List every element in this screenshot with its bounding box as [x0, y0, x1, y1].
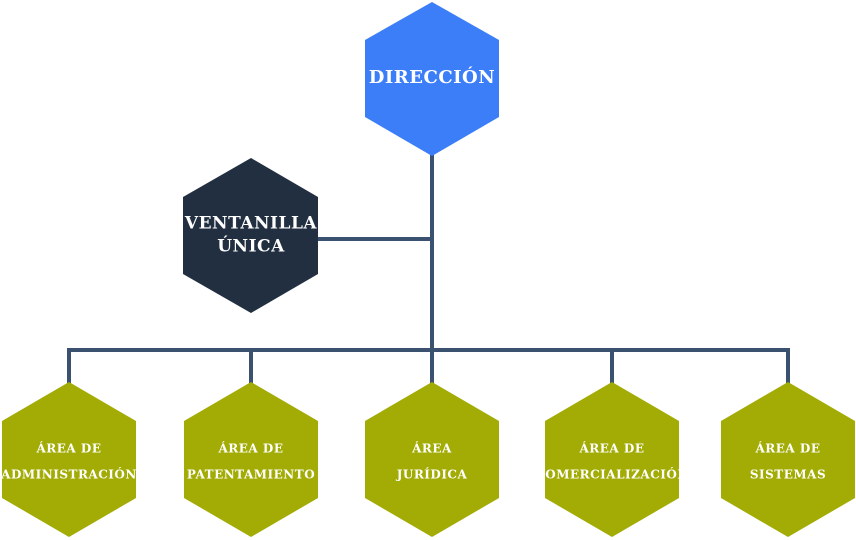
node-area-5: ÁREA DE SISTEMAS: [721, 382, 855, 537]
node-area-3: ÁREA JURÍDICA: [365, 382, 499, 537]
node-area-3-label-1: ÁREA: [411, 441, 452, 456]
hexagon-area-5: [721, 382, 855, 537]
connectors: [67, 150, 790, 386]
hexagon-area-1: [2, 382, 136, 537]
hexagon-area-2: [184, 382, 318, 537]
node-area-4-label-2: COMERCIALIZACIÓN: [535, 466, 689, 482]
node-area-1: ÁREA DE ADMINISTRACIÓN: [0, 382, 137, 537]
node-area-3-label-2: JURÍDICA: [396, 467, 468, 482]
node-direction: DIRECCIÓN: [365, 2, 499, 156]
node-window-label-2: ÚNICA: [217, 236, 285, 257]
hexagon-window: [183, 158, 318, 313]
node-area-1-label-2: ADMINISTRACIÓN: [0, 466, 137, 482]
node-area-1-label-1: ÁREA DE: [36, 441, 102, 456]
node-area-4-label-1: ÁREA DE: [579, 441, 645, 456]
hexagon-area-3: [365, 382, 499, 537]
hexagon-direction: [365, 2, 499, 156]
hexagon-area-4: [545, 382, 679, 537]
node-area-2-label-2: PATENTAMIENTO: [187, 468, 315, 482]
node-area-5-label-2: SISTEMAS: [750, 468, 826, 482]
node-area-4: ÁREA DE COMERCIALIZACIÓN: [535, 382, 689, 537]
node-area-2: ÁREA DE PATENTAMIENTO: [184, 382, 318, 537]
node-area-2-label-1: ÁREA DE: [218, 441, 284, 456]
node-area-5-label-1: ÁREA DE: [755, 441, 821, 456]
node-window-label-1: VENTANILLA: [184, 214, 317, 234]
node-direction-label-1: DIRECCIÓN: [369, 65, 495, 88]
node-window: VENTANILLA ÚNICA: [183, 158, 318, 313]
